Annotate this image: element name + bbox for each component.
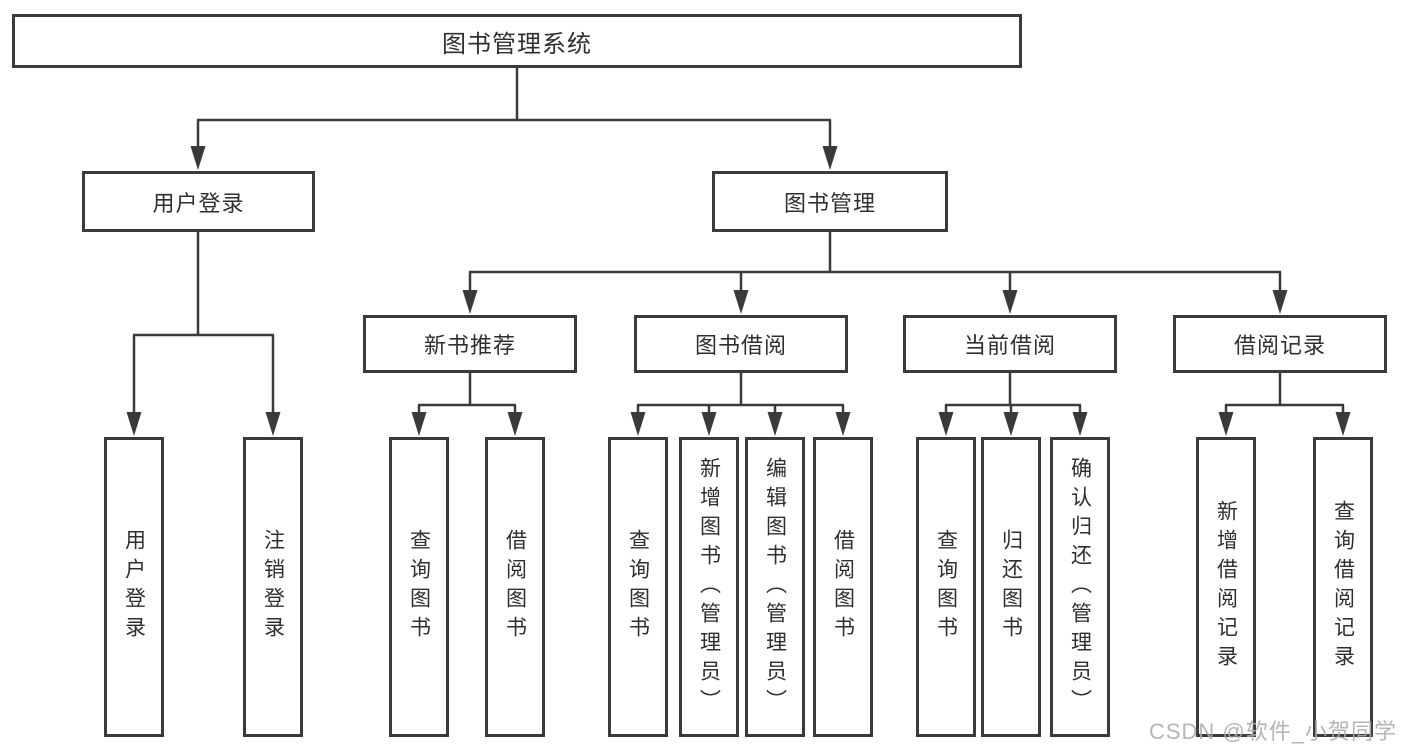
leaf-user-login: 用户登录 [104, 437, 164, 737]
node-book-management-label: 图书管理 [783, 190, 876, 216]
leaf-bb-add-book-admin-label: 新增图书（管理员） [697, 456, 721, 718]
leaf-logout-label: 注销登录 [261, 529, 285, 645]
leaf-br-add-record: 新增借阅记录 [1196, 437, 1256, 737]
leaf-bb-query-books-label: 查询图书 [626, 529, 650, 645]
leaf-bb-borrow-books: 借阅图书 [813, 437, 873, 737]
leaf-logout: 注销登录 [243, 437, 303, 737]
leaf-cb-query-books-label: 查询图书 [934, 529, 958, 645]
node-current-borrowing-label: 当前借阅 [963, 333, 1056, 358]
node-new-book-recommend: 新书推荐 [363, 315, 577, 373]
leaf-nb-query-books-label: 查询图书 [407, 529, 431, 645]
leaf-cb-confirm-return-admin-label: 确认归还（管理员） [1068, 456, 1092, 718]
leaf-cb-query-books: 查询图书 [916, 437, 976, 737]
leaf-bb-edit-book-admin-label: 编辑图书（管理员） [763, 456, 787, 718]
node-current-borrowing: 当前借阅 [903, 315, 1117, 373]
node-book-borrowing-label: 图书借阅 [694, 333, 787, 358]
leaf-br-query-record-label: 查询借阅记录 [1331, 500, 1355, 674]
node-book-borrowing: 图书借阅 [634, 315, 848, 373]
leaf-br-add-record-label: 新增借阅记录 [1214, 500, 1238, 674]
csdn-watermark: CSDN @软件_小贺同学 [1148, 719, 1397, 744]
leaf-br-query-record: 查询借阅记录 [1313, 437, 1373, 737]
leaf-cb-return-book-label: 归还图书 [999, 529, 1023, 645]
leaf-nb-query-books: 查询图书 [389, 437, 449, 737]
leaf-bb-edit-book-admin: 编辑图书（管理员） [745, 437, 805, 737]
node-user-login: 用户登录 [82, 171, 315, 232]
leaf-bb-add-book-admin: 新增图书（管理员） [679, 437, 739, 737]
leaf-nb-borrow-books-label: 借阅图书 [503, 529, 527, 645]
node-borrowing-records-label: 借阅记录 [1233, 333, 1326, 358]
node-new-book-recommend-label: 新书推荐 [423, 333, 516, 358]
node-book-management: 图书管理 [712, 171, 948, 232]
node-borrowing-records: 借阅记录 [1173, 315, 1387, 373]
leaf-nb-borrow-books: 借阅图书 [485, 437, 545, 737]
node-user-login-label: 用户登录 [152, 190, 245, 216]
node-library-system: 图书管理系统 [12, 14, 1022, 68]
leaf-bb-borrow-books-label: 借阅图书 [831, 529, 855, 645]
leaf-cb-return-book: 归还图书 [981, 437, 1041, 737]
leaf-user-login-label: 用户登录 [122, 529, 146, 645]
leaf-cb-confirm-return-admin: 确认归还（管理员） [1050, 437, 1110, 737]
leaf-bb-query-books: 查询图书 [608, 437, 668, 737]
node-library-system-label: 图书管理系统 [442, 30, 592, 58]
